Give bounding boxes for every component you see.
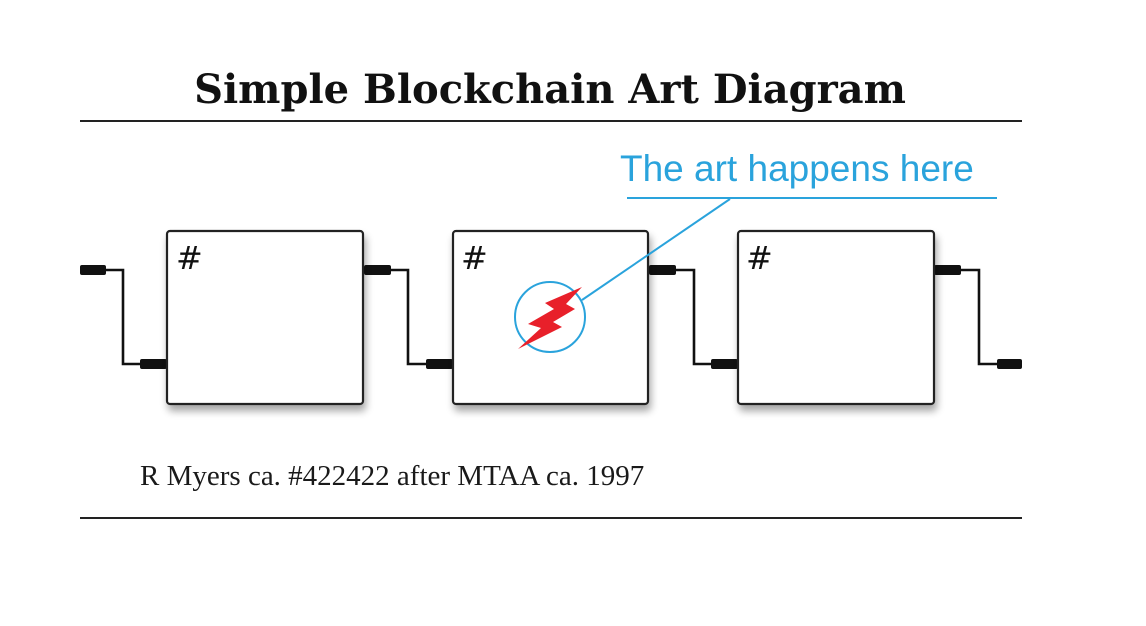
- port-block3-in: [711, 359, 738, 369]
- lightning-bolt-shape: [518, 287, 582, 349]
- wire-outgoing: [947, 268, 1010, 366]
- block-3-hash-label: #: [746, 239, 773, 277]
- port-outgoing-in: [997, 359, 1022, 369]
- lightning-bolt-icon: [514, 281, 586, 353]
- callout-label: The art happens here: [620, 148, 974, 189]
- callout-leader-line: [581, 198, 731, 301]
- chain-ports: [80, 265, 1022, 369]
- port-block2-out: [649, 265, 676, 275]
- block-2-hash-label: #: [461, 239, 488, 277]
- block-1: #: [165, 229, 365, 406]
- block-2: #: [451, 229, 650, 406]
- block-1-box: [165, 229, 365, 406]
- block-3-box: [736, 229, 936, 406]
- diagram-caption: R Myers ca. #422422 after MTAA ca. 1997: [140, 460, 644, 492]
- port-block1-in: [140, 359, 167, 369]
- port-incoming-out: [80, 265, 106, 275]
- wire-block1-block2: [377, 268, 438, 366]
- port-block3-out: [934, 265, 961, 275]
- block-1-hash-label: #: [176, 239, 203, 277]
- wire-block2-block3: [662, 268, 724, 366]
- diagram-title: Simple Blockchain Art Diagram: [194, 66, 906, 113]
- wire-incoming: [92, 268, 152, 366]
- port-block1-out: [364, 265, 391, 275]
- port-block2-in: [426, 359, 453, 369]
- art-callout: The art happens here: [581, 148, 997, 301]
- chain-wires: [92, 268, 1010, 366]
- block-3: #: [736, 229, 936, 406]
